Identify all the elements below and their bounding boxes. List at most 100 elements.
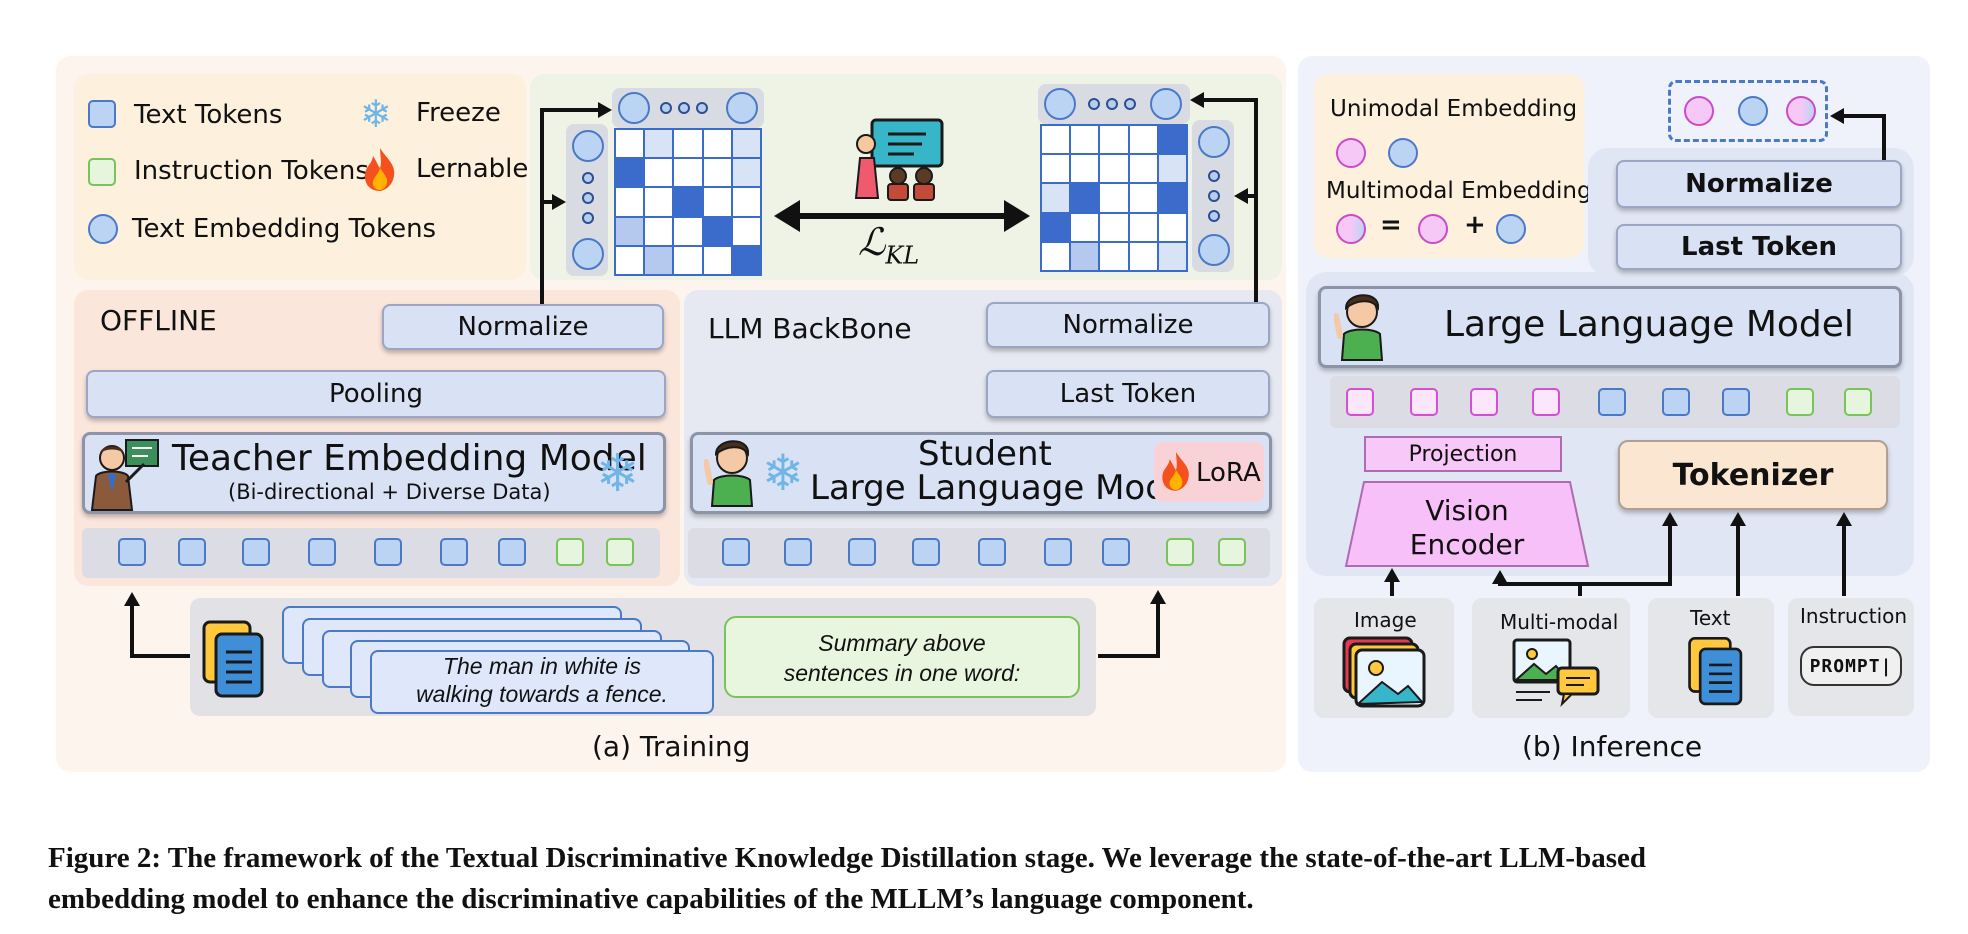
matrix-cell — [1129, 126, 1157, 154]
matrix-cell — [1071, 126, 1099, 154]
inference-llm-block — [1318, 286, 1902, 368]
matrix-cell — [732, 159, 760, 187]
snowflake-icon: ❄ — [762, 444, 804, 502]
lora-label: LoRA — [1196, 458, 1261, 488]
text-token — [1598, 388, 1626, 416]
ellipsis-dot — [1208, 210, 1220, 222]
kl-loss-label: ℒKL — [858, 220, 919, 270]
vision-encoder-label: Vision Encoder — [1344, 494, 1590, 562]
tokenizer-box: Tokenizer — [1618, 440, 1888, 510]
teacher-pooling-bar: Pooling — [86, 370, 666, 418]
loss-symbol: ℒ — [858, 220, 886, 264]
text-token — [1044, 538, 1072, 566]
flame-icon — [364, 148, 395, 191]
ellipsis-dot — [660, 102, 672, 114]
text-token — [440, 538, 468, 566]
teacher-similarity-matrix — [614, 128, 762, 276]
matrix-cell — [1129, 155, 1157, 183]
matrix-cell — [616, 188, 644, 216]
text-token — [374, 538, 402, 566]
text-token — [1722, 388, 1750, 416]
legend-text-tokens-label: Text Tokens — [134, 100, 283, 130]
ellipsis-dot — [1124, 98, 1136, 110]
instruction-token — [606, 538, 634, 566]
matrix-cell — [674, 217, 702, 245]
legend-box — [74, 74, 526, 280]
figure-caption-line-2: embedding model to enhance the discrimin… — [48, 883, 1254, 915]
unimodal-image-embedding — [1336, 138, 1366, 168]
embedding-token — [1150, 88, 1182, 120]
image-token — [1470, 388, 1498, 416]
matrix-cell — [732, 217, 760, 245]
matrix-cell — [1158, 213, 1186, 241]
teacher-model-title: Teacher Embedding Model — [172, 438, 647, 479]
teacher-normalize-bar: Normalize — [382, 304, 664, 350]
instruction-token — [556, 538, 584, 566]
figure-caption: Figure 2: The framework of the Textual D… — [48, 838, 1928, 920]
matrix-cell — [732, 188, 760, 216]
document-icon — [202, 620, 264, 698]
matrix-cell — [674, 159, 702, 187]
flame-icon — [1162, 452, 1189, 491]
kl-double-arrow — [774, 200, 1030, 232]
multimodal-icon — [1512, 638, 1600, 708]
legend-text-embedding-tokens-label: Text Embedding Tokens — [132, 214, 437, 244]
multimodal-embedding — [1336, 214, 1366, 244]
text-token — [1662, 388, 1690, 416]
instruction-token — [1844, 388, 1872, 416]
instruction-card: Summary above sentences in one word: — [724, 616, 1080, 698]
embedding-token — [572, 238, 604, 270]
legend-instruction-tokens-label: Instruction Tokens — [134, 156, 369, 186]
instruction-token — [1786, 388, 1814, 416]
ellipsis-dot — [1106, 98, 1118, 110]
student-model-line2: Large Language Model — [810, 468, 1198, 508]
ellipsis-dot — [1208, 170, 1220, 182]
sentence-card: The man in white is walking towards a fe… — [370, 650, 714, 714]
text-token — [784, 538, 812, 566]
ellipsis-dot — [696, 102, 708, 114]
matrix-cell — [645, 188, 673, 216]
matrix-cell — [1100, 155, 1128, 183]
legend-learnable-label: Lernable — [416, 154, 529, 184]
prompt-badge: PROMPT| — [1800, 646, 1902, 686]
embedding-token — [726, 92, 758, 124]
matrix-cell — [732, 246, 760, 274]
image-embedding — [1418, 214, 1448, 244]
matrix-cell — [1158, 155, 1186, 183]
embedding-token — [572, 130, 604, 162]
instruction-input-label: Instruction — [1800, 604, 1908, 628]
instruction-token — [1218, 538, 1246, 566]
matrix-cell — [1071, 155, 1099, 183]
multimodal-embedding-label: Multimodal Embedding — [1326, 178, 1592, 204]
matrix-cell — [1129, 213, 1157, 241]
student-similarity-matrix — [1040, 124, 1188, 272]
embedding-token — [1198, 126, 1230, 158]
matrix-cell — [674, 188, 702, 216]
image-token — [1410, 388, 1438, 416]
image-icon — [1342, 636, 1426, 708]
instruction-line-2: sentences in one word: — [783, 660, 1021, 686]
training-caption: (a) Training — [592, 730, 751, 763]
matrix-cell — [1071, 213, 1099, 241]
legend-instruction-token-swatch — [88, 158, 116, 186]
embedding-token — [1198, 234, 1230, 266]
embedding-token — [618, 92, 650, 124]
output-embedding — [1738, 96, 1768, 126]
embedding-token — [1044, 88, 1076, 120]
output-embedding — [1684, 96, 1714, 126]
vision-encoder-line-2: Encoder — [1409, 528, 1525, 561]
legend-embedding-token-swatch — [88, 214, 118, 244]
matrix-cell — [1129, 184, 1157, 212]
equals-sign: = — [1380, 210, 1402, 240]
offline-label: OFFLINE — [100, 304, 217, 337]
instruction-token — [1166, 538, 1194, 566]
matrix-cell — [616, 246, 644, 274]
matrix-cell — [1100, 213, 1128, 241]
matrix-cell — [645, 246, 673, 274]
output-embedding — [1786, 96, 1816, 126]
plus-sign: + — [1464, 210, 1486, 240]
matrix-cell — [703, 130, 731, 158]
figure-caption-line-1: Figure 2: The framework of the Textual D… — [48, 842, 1646, 874]
image-token — [1346, 388, 1374, 416]
matrix-cell — [616, 217, 644, 245]
